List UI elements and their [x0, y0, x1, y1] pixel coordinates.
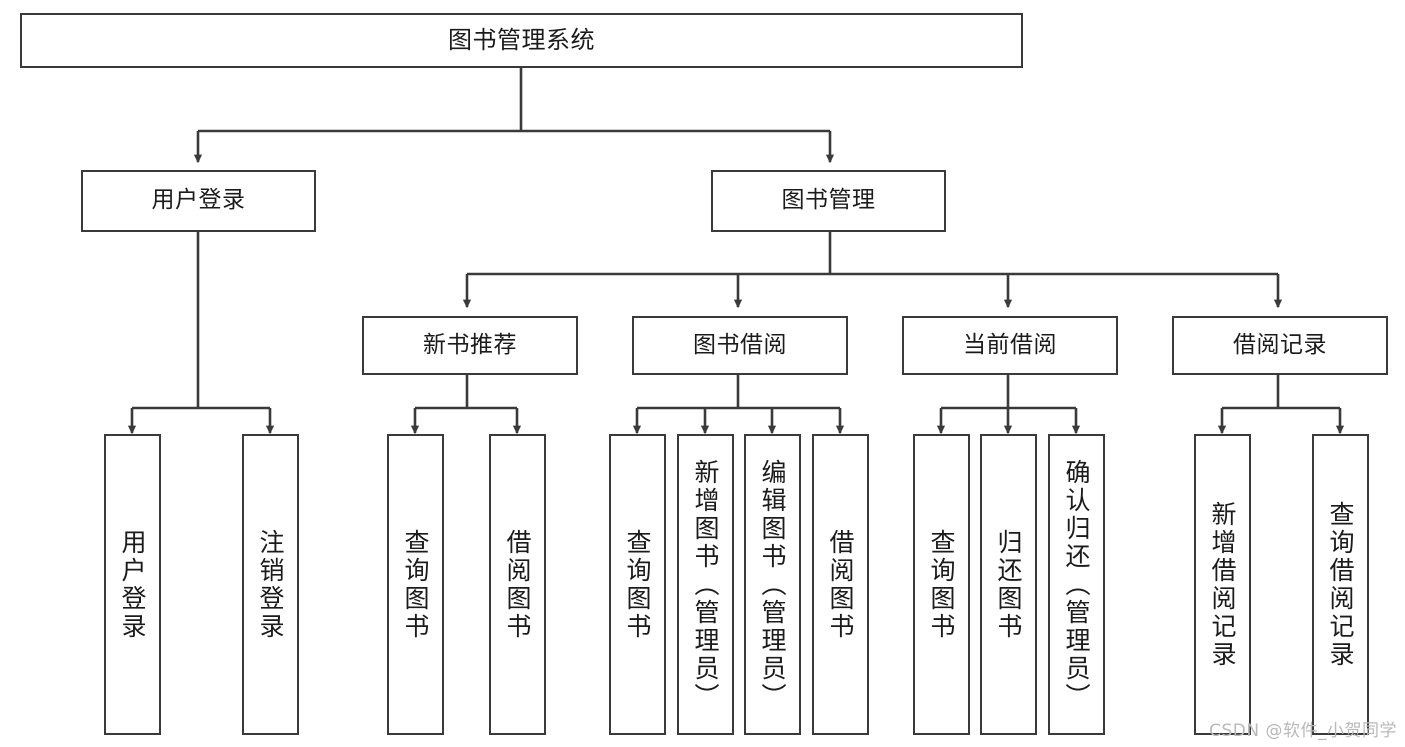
node-leaf-user-login[interactable]: 用户登录	[104, 434, 161, 735]
node-label: 查询图书	[927, 528, 956, 641]
node-label: 归还图书	[994, 528, 1023, 641]
node-new-book-recommend[interactable]: 新书推荐	[362, 316, 578, 375]
watermark-text: CSDN @软件_小贺同学	[1209, 721, 1397, 741]
node-label: 新书推荐	[423, 331, 517, 358]
node-label: 图书管理	[781, 187, 876, 214]
node-label: 新增借阅记录	[1208, 500, 1237, 669]
node-label: 查询图书	[401, 528, 430, 641]
node-label: 借阅图书	[503, 528, 532, 641]
node-leaf-logout-login[interactable]: 注销登录	[242, 434, 299, 735]
node-label: 查询借阅记录	[1326, 500, 1355, 669]
node-leaf-query-book-1[interactable]: 查询图书	[387, 434, 444, 735]
node-label: 借阅记录	[1233, 331, 1327, 358]
node-label: 查询图书	[623, 528, 652, 641]
node-leaf-borrow-book-2[interactable]: 借阅图书	[812, 434, 869, 735]
node-user-login[interactable]: 用户登录	[81, 170, 316, 232]
node-label: 确认归还（管理员）	[1062, 458, 1091, 711]
node-leaf-edit-book[interactable]: 编辑图书（管理员）	[744, 434, 801, 735]
node-leaf-add-record[interactable]: 新增借阅记录	[1194, 434, 1251, 735]
node-book-management[interactable]: 图书管理	[711, 170, 946, 232]
node-book-borrow[interactable]: 图书借阅	[632, 316, 848, 375]
node-leaf-return-book[interactable]: 归还图书	[980, 434, 1037, 735]
node-current-borrow[interactable]: 当前借阅	[902, 316, 1118, 375]
node-root-system[interactable]: 图书管理系统	[20, 13, 1023, 68]
node-leaf-borrow-book-1[interactable]: 借阅图书	[489, 434, 546, 735]
node-label: 图书借阅	[693, 331, 787, 358]
node-label: 图书管理系统	[448, 26, 595, 55]
node-label: 借阅图书	[826, 528, 855, 641]
node-label: 用户登录	[118, 528, 147, 641]
node-borrow-record[interactable]: 借阅记录	[1172, 316, 1388, 375]
node-leaf-add-book[interactable]: 新增图书（管理员）	[677, 434, 734, 735]
node-leaf-query-book-3[interactable]: 查询图书	[913, 434, 970, 735]
node-label: 编辑图书（管理员）	[758, 458, 787, 711]
node-leaf-query-book-2[interactable]: 查询图书	[609, 434, 666, 735]
node-label: 注销登录	[256, 528, 285, 641]
node-leaf-query-record[interactable]: 查询借阅记录	[1312, 434, 1369, 735]
node-leaf-confirm-return[interactable]: 确认归还（管理员）	[1048, 434, 1105, 735]
node-label: 用户登录	[151, 187, 246, 214]
node-label: 新增图书（管理员）	[691, 458, 720, 711]
node-label: 当前借阅	[963, 331, 1057, 358]
